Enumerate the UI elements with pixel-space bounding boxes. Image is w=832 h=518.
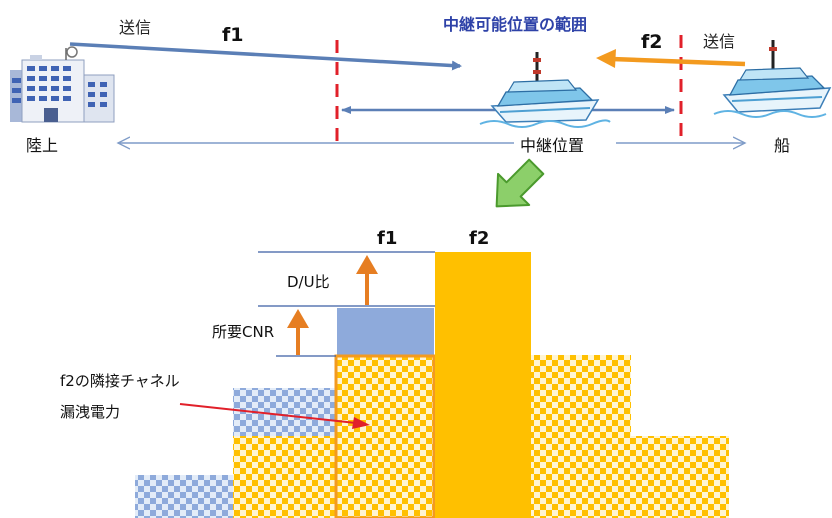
leak-block-blue-low xyxy=(135,475,235,518)
f1-signal-block xyxy=(337,308,434,355)
f1-spectrum-label: f1 xyxy=(377,228,397,249)
f2-arrowhead xyxy=(596,49,616,68)
land-label: 陸上 xyxy=(26,136,58,155)
relay-position-label: 中継位置 xyxy=(520,136,584,155)
ship-label: 船 xyxy=(774,136,790,155)
f2-spectrum-label: f2 xyxy=(469,228,489,249)
f2-main-block xyxy=(435,252,531,518)
send-right-label: 送信 xyxy=(703,32,735,51)
ship-icon xyxy=(713,40,832,118)
leak-block-orange-far xyxy=(631,436,729,518)
required-cnr-label: 所要CNR xyxy=(212,323,274,341)
green-transition-arrow xyxy=(495,158,545,208)
relay-boat-icon xyxy=(479,52,611,128)
building-icon xyxy=(10,46,115,123)
du-ratio-label: D/U比 xyxy=(287,273,330,291)
leakage-label-line2: 漏洩電力 xyxy=(60,403,120,421)
leak-block-orange-right xyxy=(531,355,631,518)
relay-range-title: 中継可能位置の範囲 xyxy=(443,15,587,34)
cnr-arrow xyxy=(287,309,309,355)
f1-top-label: f1 xyxy=(222,24,244,46)
leak-block-orange-left xyxy=(233,436,335,518)
leakage-pointer-arrow xyxy=(179,403,370,429)
send-left-label: 送信 xyxy=(119,18,151,37)
du-ratio-arrow xyxy=(356,255,378,305)
leak-block-orange-f1 xyxy=(335,355,435,518)
leakage-label-line1: f2の隣接チャネル xyxy=(60,372,180,390)
f2-top-label: f2 xyxy=(641,31,663,53)
f2-adjacent-outline xyxy=(334,354,436,518)
f1-transmit-arrow xyxy=(69,42,462,71)
f2-transmit-arrow xyxy=(611,56,746,67)
